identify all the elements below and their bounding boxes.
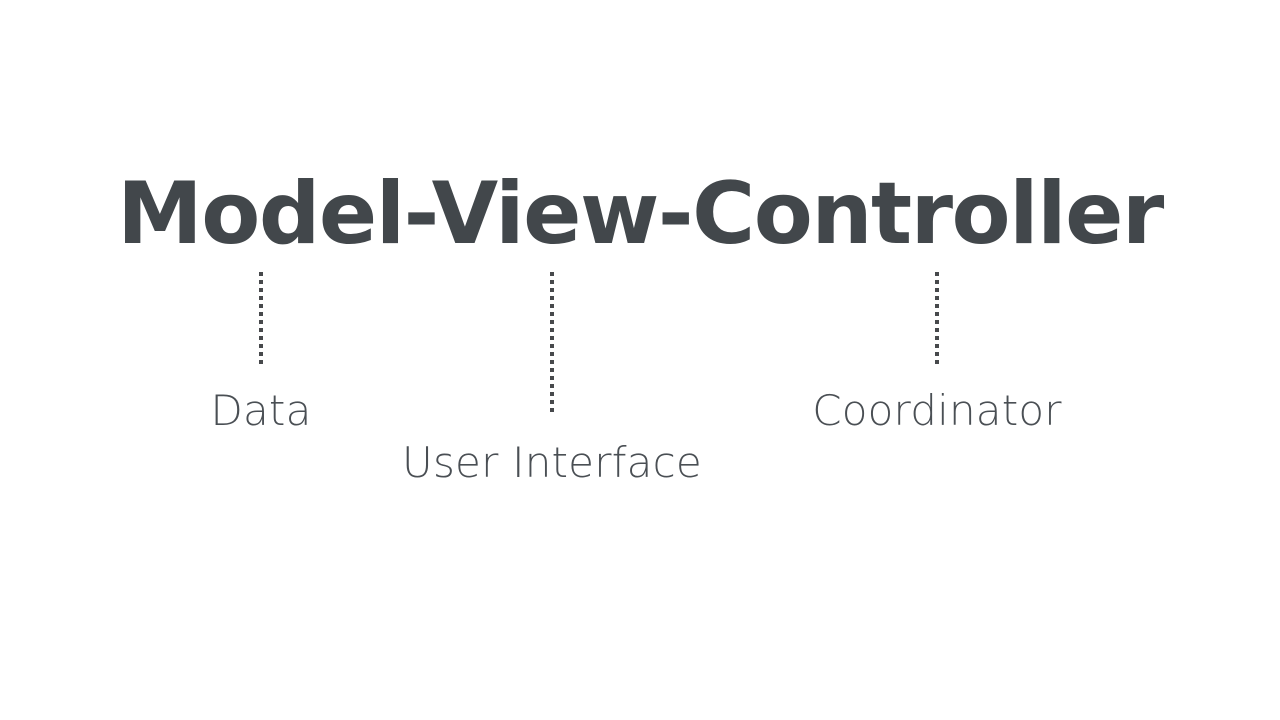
connector-line-controller	[935, 272, 939, 364]
connector-line-view	[550, 272, 554, 416]
label-view-user-interface: User Interface	[402, 438, 702, 487]
label-model-data: Data	[210, 386, 312, 435]
label-controller-coordinator: Coordinator	[812, 386, 1062, 435]
connector-line-model	[259, 272, 263, 364]
page-title: Model-View-Controller	[117, 164, 1164, 264]
